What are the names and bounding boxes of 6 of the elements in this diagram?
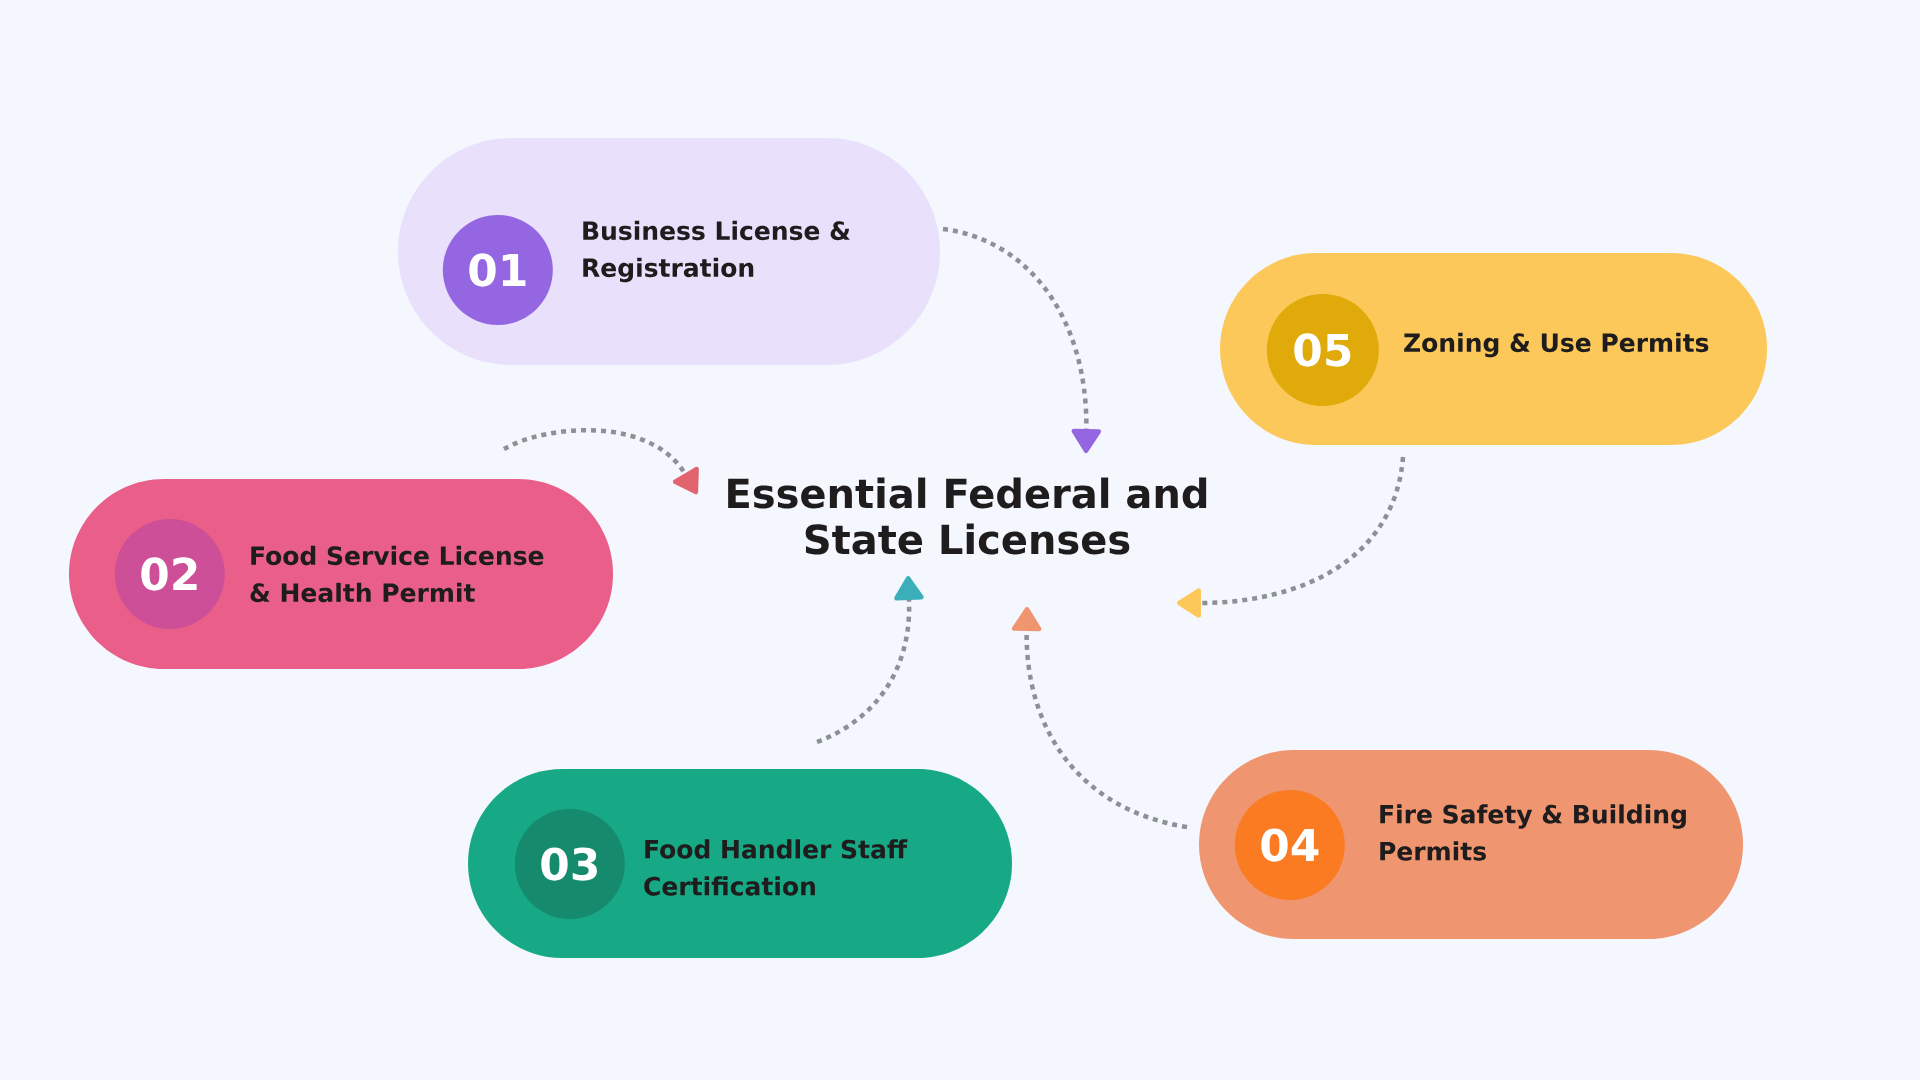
dotted-arrow bbox=[816, 576, 924, 745]
heading: Essential Federal and State Licenses bbox=[728, 477, 1207, 555]
dotted-arrow bbox=[503, 428, 699, 495]
dotted-arrow bbox=[1011, 607, 1188, 830]
dotted-arrow bbox=[1177, 456, 1406, 618]
dotted-arrow bbox=[942, 226, 1102, 453]
